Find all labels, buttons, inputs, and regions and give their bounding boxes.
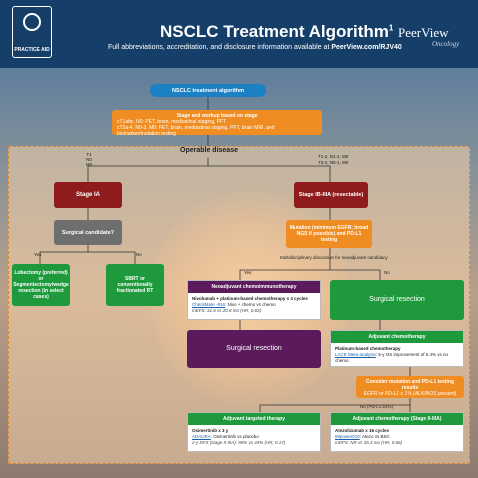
adjuvant-chemo-card: Adjuvant chemotherapy Platinum-based che…	[330, 330, 464, 367]
yes-label-2: Yes	[244, 270, 252, 275]
brand-sub: Oncology	[432, 40, 460, 48]
lobectomy-box: Lobectomy (preferred) or Segmentectomy/w…	[12, 264, 70, 306]
badge-label: PRACTICE AID	[14, 47, 50, 53]
consider-testing-box: Consider mutation and PD-L1 testing resu…	[356, 376, 464, 398]
surgical-candidate-box: Surgical candidate?	[54, 220, 122, 245]
no-pdl1-label: No (PD-L1 ≥1%)	[360, 404, 393, 409]
adjuvant-chemo-heading: Adjuvant chemotherapy	[331, 331, 463, 343]
consider-heading: Consider mutation and PD-L1 testing resu…	[365, 379, 455, 391]
multidisciplinary-label: Multidisciplinary discussion for neoadju…	[280, 255, 388, 260]
workup-heading: Stage and workup based on stage	[176, 113, 258, 119]
branch-right-label-2: T3-4, N0-1, M0	[318, 160, 349, 165]
surgical-resection-left: Surgical resection	[187, 330, 321, 368]
branch-right-label-1: T1-2, N1-2, M0	[318, 154, 349, 159]
adjuvant-chemo-regimen: Platinum-based chemotherapy	[335, 346, 401, 351]
surgical-resection-right: Surgical resection	[330, 280, 464, 320]
adjuvant-immuno-result: mDFS: NR vs 35.3 mo (HR, 0.66)	[335, 440, 403, 445]
start-node: NSCLC treatment algorithm	[150, 84, 266, 97]
targeted-heading: Adjuvant targeted therapy	[188, 413, 320, 425]
stage-ia-box: Stage IA	[54, 182, 122, 208]
impower-link[interactable]: IMpower010	[335, 434, 360, 439]
practice-aid-badge: PRACTICE AID	[12, 6, 52, 58]
page-title: NSCLC Treatment Algorithm1	[160, 22, 394, 41]
neoadjuvant-result: mEFS: 31.6 vs 20.8 mo (HR, 0.63)	[192, 308, 262, 313]
targeted-result: 2-y DFS (stage II-IIIA): 90% vs 44% (HR,…	[192, 440, 286, 445]
no-label-2: No	[384, 270, 390, 275]
adjuvant-immuno-heading: Adjuvant chemotherapy (Stage II-IIIA)	[331, 413, 463, 425]
no-label-1: No	[136, 252, 142, 257]
targeted-regimen: Osimertinib x 3 y	[192, 428, 229, 433]
workup-bullet-1: cT1abc, N0: PET, brain, mediastinal stag…	[117, 119, 227, 125]
neoadjuvant-heading: Neoadjuvant chemoimmunotherapy	[188, 281, 320, 293]
sbrt-box: SBRT or conventionally fractionated RT	[106, 264, 164, 306]
doctor-icon	[23, 13, 41, 31]
header-bar: PRACTICE AID NSCLC Treatment Algorithm1 …	[0, 0, 478, 68]
adjuvant-immuno-card: Adjuvant chemotherapy (Stage II-IIIA) At…	[330, 412, 464, 452]
adjuvant-immuno-regimen: Atezolizumab x 16 cycles	[335, 428, 390, 433]
lace-link[interactable]: LACE Meta-analysis	[335, 352, 376, 357]
consider-sub: EGFR or PD-L1 ≥ 1% (ALK/ROS present)	[363, 391, 457, 397]
checkmate-link[interactable]: CheckMate -816	[192, 302, 226, 307]
subtitle-link[interactable]: PeerView.com/RJV40	[331, 44, 402, 51]
operable-label: Operable disease	[180, 147, 238, 154]
targeted-therapy-card: Adjuvant targeted therapy Osimertinib x …	[187, 412, 321, 452]
neoadjuvant-regimen: Nivolumab + platinum-based chemotherapy …	[192, 296, 308, 301]
workup-bullet-2: cT2a-4, N0-3, M0: PET, brain, mediastina…	[117, 125, 275, 137]
page-subtitle: Full abbreviations, accreditation, and d…	[108, 44, 402, 51]
neoadjuvant-card: Neoadjuvant chemoimmunotherapy Nivolumab…	[187, 280, 321, 320]
adaura-link[interactable]: ADAURA	[192, 434, 211, 439]
stage-ib-box: Stage IB-IIIA (resectable)	[294, 182, 368, 208]
mutation-box: Mutation (minimum EGFR; broad NGS if pos…	[286, 220, 372, 248]
yes-label-1: Yes	[34, 252, 42, 257]
workup-box: Stage and workup based on stage cT1abc, …	[112, 110, 322, 137]
brand-name: PeerView	[398, 25, 449, 40]
